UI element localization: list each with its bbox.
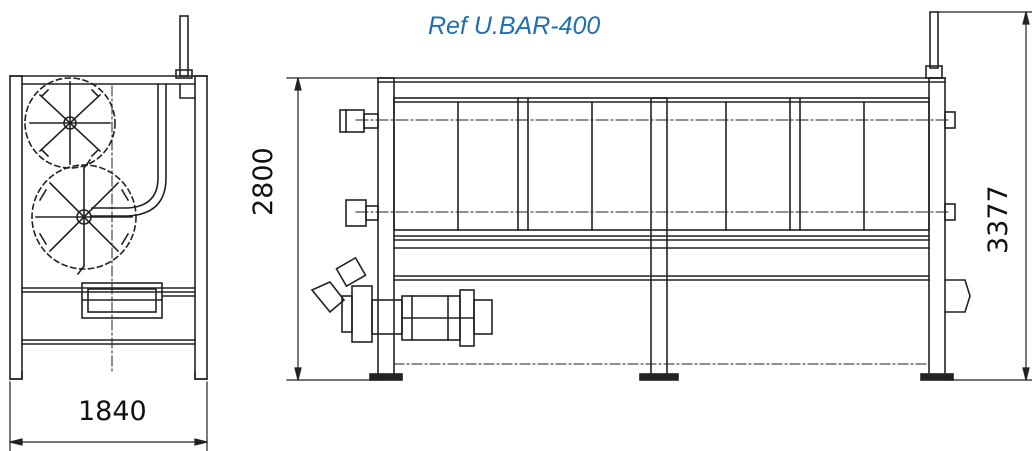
side-middle-post: [650, 97, 668, 379]
lower-bearing: [345, 199, 379, 227]
side-left-post: [377, 77, 395, 379]
height-dimension-3377: [937, 11, 1032, 381]
front-left-post: [9, 75, 23, 380]
side-mast: [929, 11, 939, 69]
model-reference-title: Ref U.BAR-400: [428, 12, 601, 40]
width-dimension-label: 1840: [78, 396, 147, 427]
front-mast: [179, 15, 189, 77]
front-tray: [81, 282, 196, 319]
front-right-post: [194, 75, 208, 380]
upper-reel: [24, 77, 116, 169]
front-view: [9, 15, 208, 451]
side-right-post: [928, 77, 946, 379]
height-dimension-2800: [286, 77, 379, 381]
lower-reel: [31, 158, 137, 276]
height-dimension-label-2800: 2800: [248, 147, 279, 216]
height-dimension-label-3377: 3377: [983, 185, 1014, 254]
upper-bearing: [339, 109, 379, 133]
side-view: [286, 11, 1032, 381]
gear-motor: [310, 256, 493, 347]
side-chute: [944, 279, 971, 313]
front-width-dimension-line: [9, 381, 208, 451]
